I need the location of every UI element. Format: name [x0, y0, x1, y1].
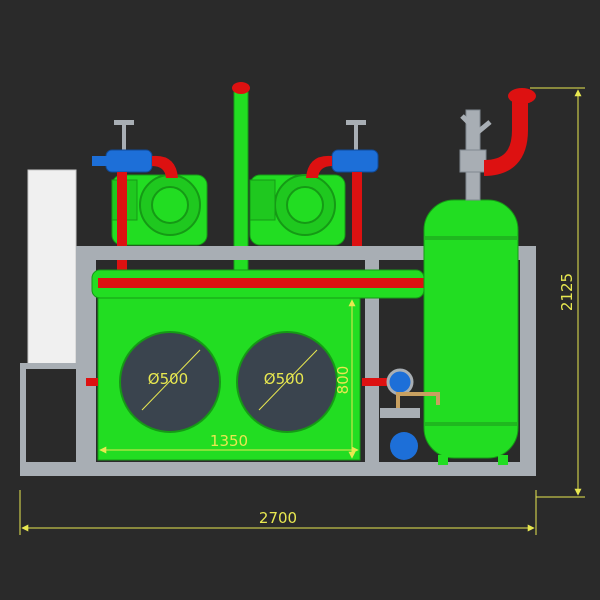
suction-valve-1 — [92, 120, 178, 178]
discharge-pipe-2 — [352, 172, 362, 247]
overall-width-label: 2700 — [259, 509, 297, 527]
condenser-width-label: 1350 — [210, 432, 248, 450]
liquid-line-red — [98, 278, 432, 288]
center-riser-cap — [232, 82, 250, 94]
condenser-height-label: 800 — [334, 366, 352, 395]
compressor-2 — [249, 174, 346, 246]
overall-height-label: 2125 — [558, 273, 576, 311]
main-frame — [20, 246, 536, 476]
oil-separator — [390, 432, 418, 460]
left-red-stub — [86, 378, 98, 386]
copper-pipe — [396, 392, 440, 412]
fan-2-diameter-label: Ø500 — [264, 370, 304, 388]
control-panel — [27, 169, 77, 365]
discharge-pipe-1 — [117, 172, 127, 272]
small-red-pipe — [362, 378, 394, 386]
sight-glass — [386, 368, 414, 396]
liquid-receiver-tank — [423, 199, 519, 465]
base-frame-extension — [20, 363, 82, 473]
center-riser-pipe — [233, 89, 249, 271]
filter-drier — [380, 408, 420, 418]
fan-1-diameter-label: Ø500 — [148, 370, 188, 388]
dimension-lines — [19, 87, 585, 535]
suction-valve-2 — [306, 120, 379, 178]
tank-valve-assembly — [459, 88, 536, 201]
